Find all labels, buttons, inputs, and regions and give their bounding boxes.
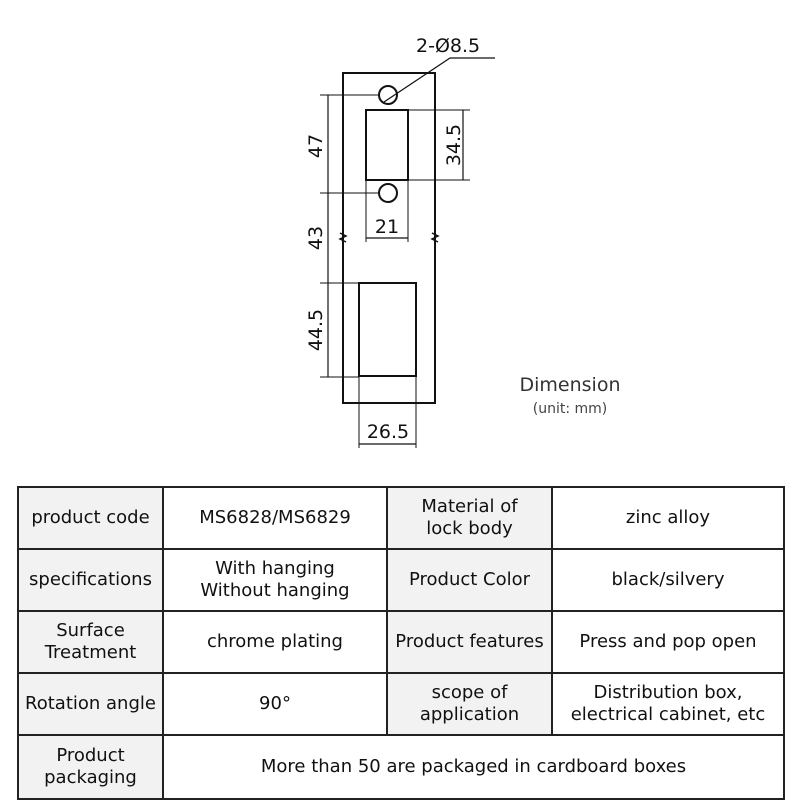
table-value-cell: Press and pop open <box>551 610 785 674</box>
table-header-cell: Surface Treatment <box>17 610 164 674</box>
cell-text: Surface Treatment <box>44 620 137 663</box>
table-value-cell: zinc alloy <box>551 486 785 550</box>
cell-text: MS6828/MS6829 <box>199 507 351 528</box>
table-value-cell: chrome plating <box>162 610 388 674</box>
table-row: product code MS6828/MS6829 Material of loc… <box>17 486 785 550</box>
cell-text: Press and pop open <box>579 631 757 652</box>
table-value-cell: MS6828/MS6829 <box>162 486 388 550</box>
cell-text: Product Color <box>408 569 531 590</box>
cell-text: With hanging Without hanging <box>200 558 350 601</box>
table-row: Product packaging More than 50 are packag… <box>17 734 785 800</box>
cell-text: Material of lock body <box>421 496 518 539</box>
cell-text: Product features <box>395 631 544 652</box>
dimension-drawing: 2-Ø8.5 47 43 44.5 34.5 21 26.5 <box>305 35 495 448</box>
hole-leader <box>383 57 495 103</box>
lower-slot <box>358 282 417 377</box>
hole-callout-label: 2-Ø8.5 <box>416 35 480 57</box>
cell-text: chrome plating <box>206 631 343 652</box>
dim-21-label: 21 <box>375 216 399 238</box>
table-header-cell: product code <box>17 486 164 550</box>
bottom-hole <box>378 183 398 203</box>
spec-table: product code MS6828/MS6829 Material of loc… <box>17 486 785 800</box>
dim-47-label: 47 <box>305 134 327 158</box>
break-mark-left <box>338 232 348 243</box>
cell-text: scope of application <box>419 682 520 725</box>
caption-unit: (unit: mm) <box>532 401 608 417</box>
dim-34-5-label: 34.5 <box>443 124 465 166</box>
cell-text: specifications <box>29 569 152 590</box>
table-header-cell: Product packaging <box>17 734 164 800</box>
caption-title: Dimension <box>519 374 621 396</box>
table-value-cell: 90° <box>162 672 388 736</box>
cell-text: product code <box>31 507 150 528</box>
table-row: specifications With hanging Without hangi… <box>17 548 785 612</box>
table-value-cell: More than 50 are packaged in cardboard b… <box>162 734 785 800</box>
table-value-cell: Distribution box, electrical cabinet, et… <box>551 672 785 736</box>
table-header-cell: Product features <box>386 610 553 674</box>
table-header-cell: specifications <box>17 548 164 612</box>
table-header-cell: Product Color <box>386 548 553 612</box>
cell-text: Rotation angle <box>25 693 156 714</box>
dim-43-label: 43 <box>305 226 327 250</box>
cell-text: 90° <box>259 693 291 714</box>
break-mark-right <box>430 232 440 243</box>
cell-text: More than 50 are packaged in cardboard b… <box>260 756 687 777</box>
table-row: Surface Treatment chrome plating Product f… <box>17 610 785 674</box>
table-value-cell: With hanging Without hanging <box>162 548 388 612</box>
table-header-cell: Rotation angle <box>17 672 164 736</box>
table-header-cell: scope of application <box>386 672 553 736</box>
dim-44-5-label: 44.5 <box>305 309 327 351</box>
cell-text: Product packaging <box>44 745 137 788</box>
dim-26-5-label: 26.5 <box>367 421 409 443</box>
table-row: Rotation angle 90° scope of application Dis… <box>17 672 785 736</box>
cell-text: Distribution box, electrical cabinet, et… <box>570 682 766 725</box>
upper-slot <box>365 109 409 181</box>
cell-text: black/silvery <box>611 569 725 590</box>
table-value-cell: black/silvery <box>551 548 785 612</box>
table-header-cell: Material of lock body <box>386 486 553 550</box>
cell-text: zinc alloy <box>625 507 711 528</box>
